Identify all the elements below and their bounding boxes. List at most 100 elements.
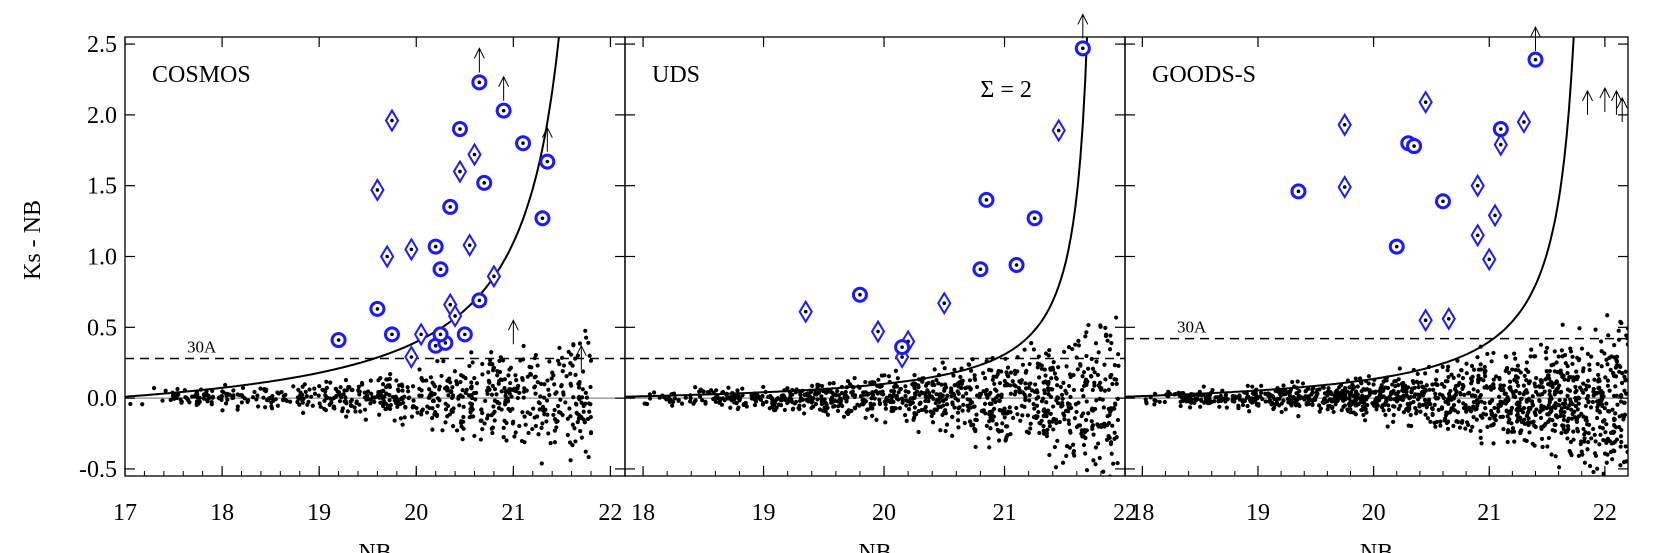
data-point [822,397,827,402]
data-point [1514,413,1520,418]
data-point [1241,398,1246,403]
data-point [1600,419,1606,424]
data-point [402,394,407,399]
data-point [1496,409,1501,414]
data-point [911,381,916,386]
data-point [1071,450,1076,456]
data-point [1549,452,1554,457]
data-point [369,391,374,396]
data-point [568,458,573,463]
data-point [1519,396,1524,401]
data-point [463,390,468,396]
data-point [1209,399,1214,405]
data-point [1110,381,1115,387]
data-point [877,401,882,406]
data-point [1467,407,1472,412]
data-point [1460,376,1466,381]
data-point [1097,455,1102,461]
data-point [345,409,350,414]
data-point [1081,370,1087,375]
data-point [1607,439,1613,444]
data-point [576,385,582,390]
data-point [1478,367,1484,372]
data-point [1445,379,1450,384]
selection-curve [1125,37,1575,398]
data-point [1353,376,1358,381]
data-point [353,409,358,414]
data-point [1031,402,1036,407]
data-point [1060,460,1066,465]
data-point [1303,389,1308,394]
data-point [1489,411,1495,416]
data-point [1250,384,1255,389]
data-point [1479,441,1484,446]
data-point [927,394,933,399]
data-point [1068,394,1073,400]
data-point [1290,379,1295,385]
data-point [1544,369,1549,374]
data-point [520,377,525,383]
data-point [1059,392,1065,398]
data-point [1366,381,1371,386]
data-point [552,428,557,433]
data-point [1018,418,1023,423]
data-point [1044,414,1049,419]
data-point [1536,384,1541,389]
data-point [1347,385,1352,390]
data-point [917,392,922,397]
data-point [1001,408,1007,413]
data-point [1029,388,1035,393]
data-point [235,407,240,412]
data-point [1333,390,1338,395]
data-point [163,388,168,393]
data-point [1114,381,1119,386]
data-point [1317,387,1322,392]
data-point [1592,432,1597,438]
data-point [1353,398,1359,403]
data-point [1005,433,1010,438]
data-point [1599,339,1604,344]
data-point [1515,409,1520,414]
data-point [984,423,989,428]
data-point [435,359,440,364]
data-point [1048,411,1053,416]
circle-center [978,267,983,272]
data-point [281,393,286,399]
data-point [782,407,787,413]
data-point [312,386,317,391]
data-point [1058,384,1063,390]
data-point [205,399,210,404]
data-point [1283,407,1288,412]
data-point [1256,403,1261,408]
data-point [288,399,293,404]
diamond-center [876,329,880,334]
data-point [1538,415,1544,420]
data-point [356,388,361,393]
data-point [318,404,323,409]
data-point [499,407,504,412]
data-point [1098,380,1103,385]
diamond-center [942,301,947,306]
data-point [1046,353,1051,358]
data-point [996,393,1001,398]
data-point [1623,377,1628,382]
data-point [798,392,803,397]
data-point [957,380,962,385]
data-point [820,383,825,389]
data-point [502,386,507,391]
data-point [1512,351,1517,356]
data-point [1055,383,1060,388]
data-point [1440,364,1445,370]
data-point [1302,397,1307,402]
data-point [926,380,931,386]
data-point [840,403,845,409]
circle-center [463,332,467,337]
plot-area [625,37,1125,476]
data-point [1035,361,1040,366]
data-point [736,394,741,399]
data-point [808,389,814,395]
data-point [400,422,405,427]
data-point [790,392,795,397]
data-point [1053,375,1059,380]
data-point [1016,385,1021,391]
